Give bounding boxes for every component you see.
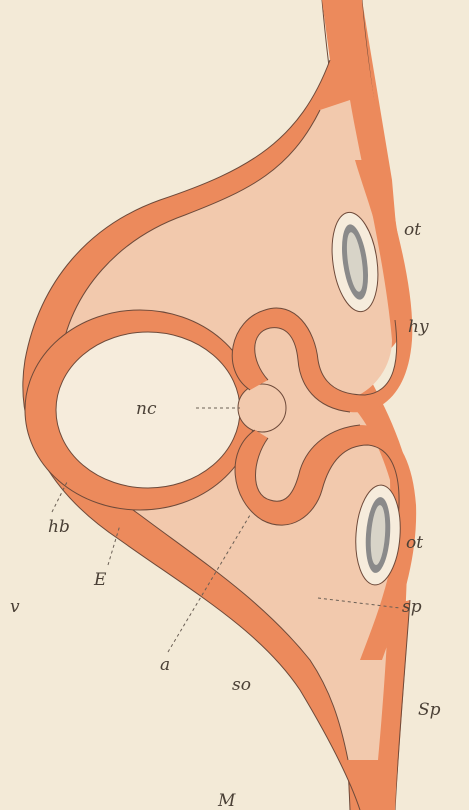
label-hb: hb: [48, 517, 70, 537]
label-nc: nc: [136, 399, 157, 419]
label-a: a: [160, 655, 170, 675]
label-bottom-mark: M: [217, 791, 236, 810]
label-sp-lower: Sp: [418, 700, 441, 720]
label-so: so: [232, 675, 251, 695]
label-ot-upper: ot: [404, 220, 421, 240]
label-sp: sp: [402, 597, 422, 617]
label-E: E: [93, 570, 107, 590]
label-v: v: [10, 597, 20, 617]
label-hy: hy: [408, 317, 429, 337]
notochord: [238, 384, 286, 432]
label-ot-lower: ot: [406, 533, 423, 553]
